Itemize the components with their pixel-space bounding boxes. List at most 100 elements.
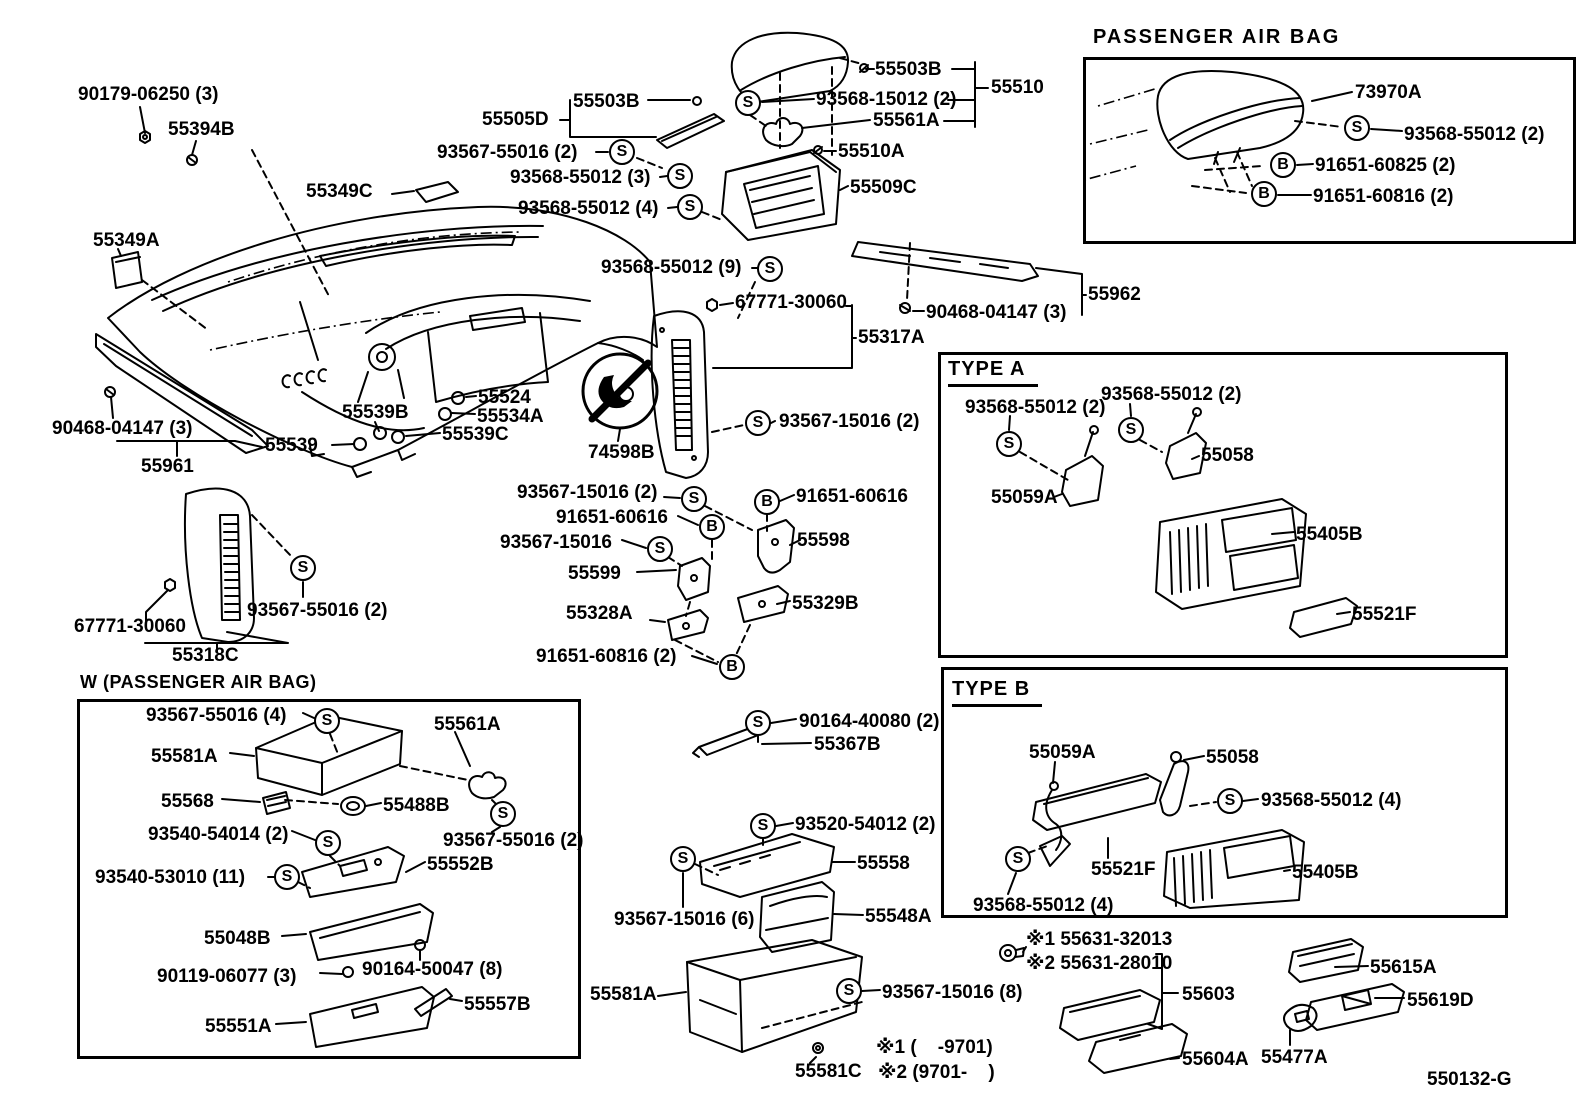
vent-55509C-sketch [721, 149, 841, 241]
part-label: 55619D [1407, 990, 1474, 1011]
nozzle-55505D-sketch [656, 113, 725, 149]
part-label: 55328A [566, 603, 633, 624]
bolt-marker: B [1251, 181, 1277, 207]
fastener-icons [104, 63, 1202, 1054]
part-label: 93568-55012 (4) [973, 895, 1114, 916]
part-label: 93567-15016 (2) [779, 411, 920, 432]
part-label: 55503B [573, 91, 640, 112]
type-b-inset-box [941, 667, 1508, 918]
part-label: 55503B [875, 59, 942, 80]
defroster-strip-55962-sketch [851, 241, 1039, 282]
airbag-module-sketch [1083, 70, 1305, 181]
brackets-sketch [667, 519, 795, 641]
part-label: 55581A [590, 984, 657, 1005]
screw-marker: S [274, 864, 300, 890]
screw-marker: S [609, 139, 635, 165]
type-a-parts-sketch [1061, 413, 1358, 638]
part-label: 90468-04147 (3) [52, 418, 193, 439]
part-label: ※1 ( -9701) [876, 1037, 993, 1058]
part-label: 55604A [1182, 1049, 1249, 1070]
part-label: 90179-06250 (3) [78, 84, 219, 105]
screw-marker: S [667, 163, 693, 189]
part-label: 55961 [141, 456, 194, 477]
part-label: 93568-55012 (2) [1404, 124, 1545, 145]
part-label: 90164-50047 (8) [362, 959, 503, 980]
part-label: 55394B [168, 119, 235, 140]
part-label: 93568-55012 (2) [965, 397, 1106, 418]
bolt-marker: B [754, 489, 780, 515]
screw-marker: S [1005, 846, 1031, 872]
screw-marker: S [314, 708, 340, 734]
screw-marker: S [670, 846, 696, 872]
screw-marker: S [677, 194, 703, 220]
leader-lines [110, 57, 1405, 1064]
part-label: 93567-15016 (8) [882, 982, 1023, 1003]
part-label: 93520-54012 (2) [795, 814, 936, 835]
part-label: 93540-53010 (11) [95, 867, 246, 888]
part-label: 93567-15016 (2) [517, 482, 658, 503]
part-label: ※1 55631-32013 [1026, 929, 1173, 950]
screw-marker: S [315, 830, 341, 856]
part-label: 93568-55012 (4) [1261, 790, 1402, 811]
part-label: 55477A [1261, 1047, 1328, 1068]
part-label: 90164-40080 (2) [799, 711, 940, 732]
part-label: 55548A [865, 906, 932, 927]
part-label: 55058 [1201, 445, 1254, 466]
screw-marker: S [490, 801, 516, 827]
part-label: 55539B [342, 402, 409, 423]
instrument-panel-sketch [107, 205, 658, 478]
part-label: 55329B [792, 593, 859, 614]
screw-marker: S [750, 813, 776, 839]
part-label: 91651-60825 (2) [1315, 155, 1456, 176]
bolt-marker: B [719, 654, 745, 680]
screw-marker: S [735, 90, 761, 116]
screw-marker: S [1217, 788, 1243, 814]
part-label: 91651-60616 [556, 507, 668, 528]
part-label: 74598B [588, 442, 655, 463]
screw-marker: S [757, 256, 783, 282]
screw-marker: S [681, 486, 707, 512]
part-label: 55551A [205, 1016, 272, 1037]
part-label: 55505D [482, 109, 549, 130]
part-label: 93568-55012 (4) [518, 198, 659, 219]
bracket-55561A-top-sketch [762, 117, 804, 148]
part-label: 93567-55016 (4) [146, 705, 287, 726]
lower-finish-panel-55318C-sketch [183, 487, 255, 643]
part-label: 55615A [1370, 957, 1437, 978]
w-passenger-air-bag-title: W (PASSENGER AIR BAG) [80, 672, 317, 692]
part-label: 93567-55016 (2) [247, 600, 388, 621]
part-label: 55317A [858, 327, 925, 348]
part-label: 93568-15012 (2) [816, 89, 957, 110]
part-label: 91651-60816 (2) [1313, 186, 1454, 207]
part-label: 55318C [172, 645, 239, 666]
part-label: 55581C [795, 1061, 862, 1082]
ashtray-parts-sketch [1059, 938, 1405, 1074]
part-label: 55058 [1206, 747, 1259, 768]
part-label: 93567-15016 [500, 532, 612, 553]
part-label: ※2 55631-28010 [1026, 953, 1173, 974]
part-label: 55367B [814, 734, 881, 755]
part-label: 55521F [1352, 604, 1417, 625]
screw-marker: S [290, 555, 316, 581]
part-label: 93567-15016 (6) [614, 909, 755, 930]
part-label: 55509C [850, 177, 917, 198]
part-label: 55521F [1091, 859, 1156, 880]
screw-marker: S [1344, 115, 1370, 141]
part-label: 55059A [1029, 742, 1096, 763]
airbag-caution-symbol-74598B [581, 352, 659, 430]
part-label: 91651-60616 [796, 486, 908, 507]
part-label: 93567-55016 (2) [437, 142, 578, 163]
screw-marker: S [745, 410, 771, 436]
part-label: 55599 [568, 563, 621, 584]
part-label: 55568 [161, 791, 214, 812]
part-label: 93568-55012 (9) [601, 257, 742, 278]
glove-box-parts-sketch [255, 715, 507, 1048]
part-label: 55405B [1296, 524, 1363, 545]
part-label: 55510A [838, 141, 905, 162]
screw-marker: S [1118, 417, 1144, 443]
part-label: 91651-60816 (2) [536, 646, 677, 667]
w-passenger-air-bag-inset-box [77, 699, 581, 1059]
part-label: 55539 [265, 435, 318, 456]
